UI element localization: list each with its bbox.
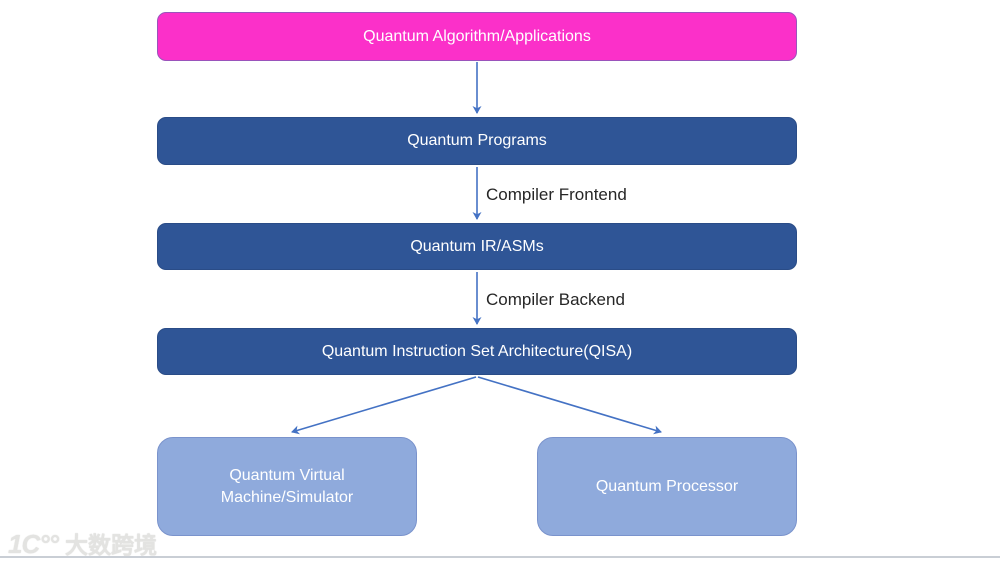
watermark: 1C°° 大数跨境 [8,526,157,560]
node-label: Quantum Instruction Set Architecture(QIS… [321,342,633,360]
watermark-text: 大数跨境 [65,532,158,558]
footer-divider [0,556,1000,558]
node-quantum-programs: Quantum Programs [157,117,797,165]
node-quantum-ir-asms: Quantum IR/ASMs [157,223,797,270]
node-quantum-algorithm-applications: Quantum Algorithm/Applications [157,12,797,61]
edge-label-compiler-backend: Compiler Backend [486,290,625,309]
node-quantum-processor: Quantum Processor [537,437,797,536]
node-quantum-virtual-machine-simulator: Quantum Virtual Machine/Simulator [157,437,417,536]
node-label: Quantum Algorithm/Applications [363,27,591,45]
arrow-qisa-to-qvm [291,376,477,435]
node-label: Quantum Processor [595,477,739,495]
node-label: Quantum IR/ASMs [410,237,544,255]
arrow-qisa-to-processor [477,376,662,435]
edge-label-compiler-frontend: Compiler Frontend [486,185,627,204]
node-quantum-instruction-set-architecture: Quantum Instruction Set Architecture(QIS… [157,328,797,375]
node-label: Quantum Programs [407,132,547,150]
watermark-logo-icon: 1C°° [8,529,59,559]
node-label: Quantum Virtual Machine/Simulator [220,466,354,506]
